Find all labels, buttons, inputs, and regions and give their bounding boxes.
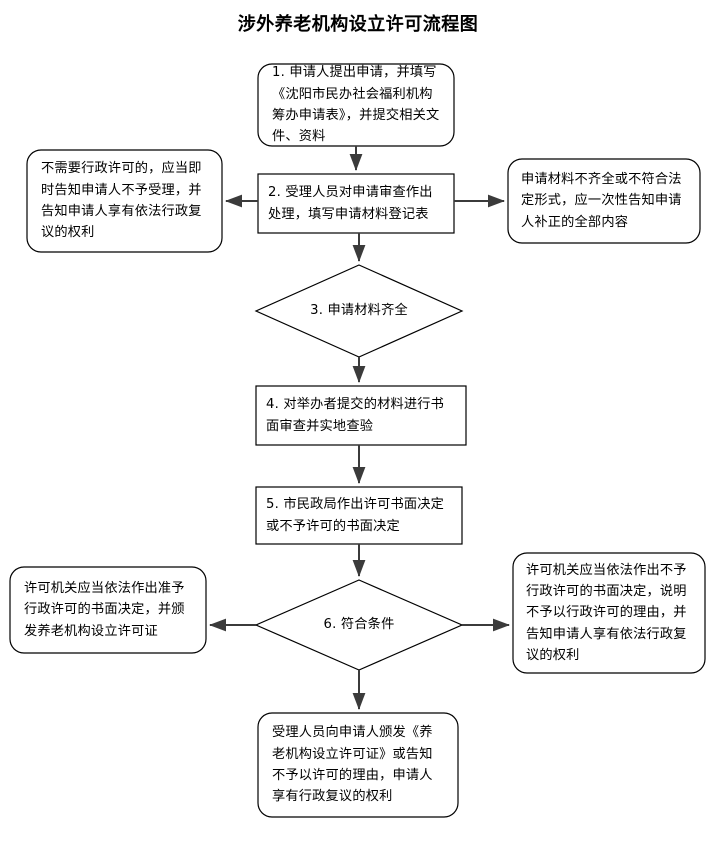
node-step1-label: 1. 申请人提出申请，并填写《沈阳市民办社会福利机构筹办申请表》，并提交相关文件… <box>272 65 440 145</box>
node-step2-label: 2. 受理人员对申请审查作出处理，填写申请材料登记表 <box>268 185 433 222</box>
node-step7-shape <box>257 712 459 818</box>
node-note-left-2-shape <box>9 566 207 654</box>
node-note-right-2-shape <box>512 552 706 674</box>
page-title: 涉外养老机构设立许可流程图 <box>237 14 479 35</box>
node-step3-label: 3. 申请材料齐全 <box>310 303 408 319</box>
node-note-left-1-label: 不需要行政许可的，应当即时告知申请人不予受理，并告知申请人享有依法行政复议的权利 <box>41 161 202 241</box>
node-step2-shape <box>257 173 455 234</box>
node-note-left-2-label: 许可机关应当依法作出准予行政许可的书面决定，并颁发养老机构设立许可证 <box>24 580 185 639</box>
node-note-right-2-label: 许可机关应当依法作出不予行政许可的书面决定，说明不予以行政许可的理由，并告知申请… <box>526 562 687 664</box>
node-note-right-1-label: 申请材料不齐全或不符合法定形式，应一次性告知申请人补正的全部内容 <box>521 171 682 230</box>
node-note-left-1-shape <box>26 149 223 253</box>
node-step7-label: 受理人员向申请人颁发《养老机构设立许可证》或告知不予以许可的理由，申请人享有行政… <box>272 725 433 805</box>
node-step6-label: 6. 符合条件 <box>323 617 395 633</box>
node-step5-label: 5. 市民政局作出许可书面决定或不予许可的书面决定 <box>266 497 445 534</box>
node-note-right-1-shape <box>507 158 701 244</box>
node-step4-label: 4. 对举办者提交的材料进行书面审查并实地查验 <box>266 397 445 434</box>
node-step4-shape <box>255 385 467 446</box>
